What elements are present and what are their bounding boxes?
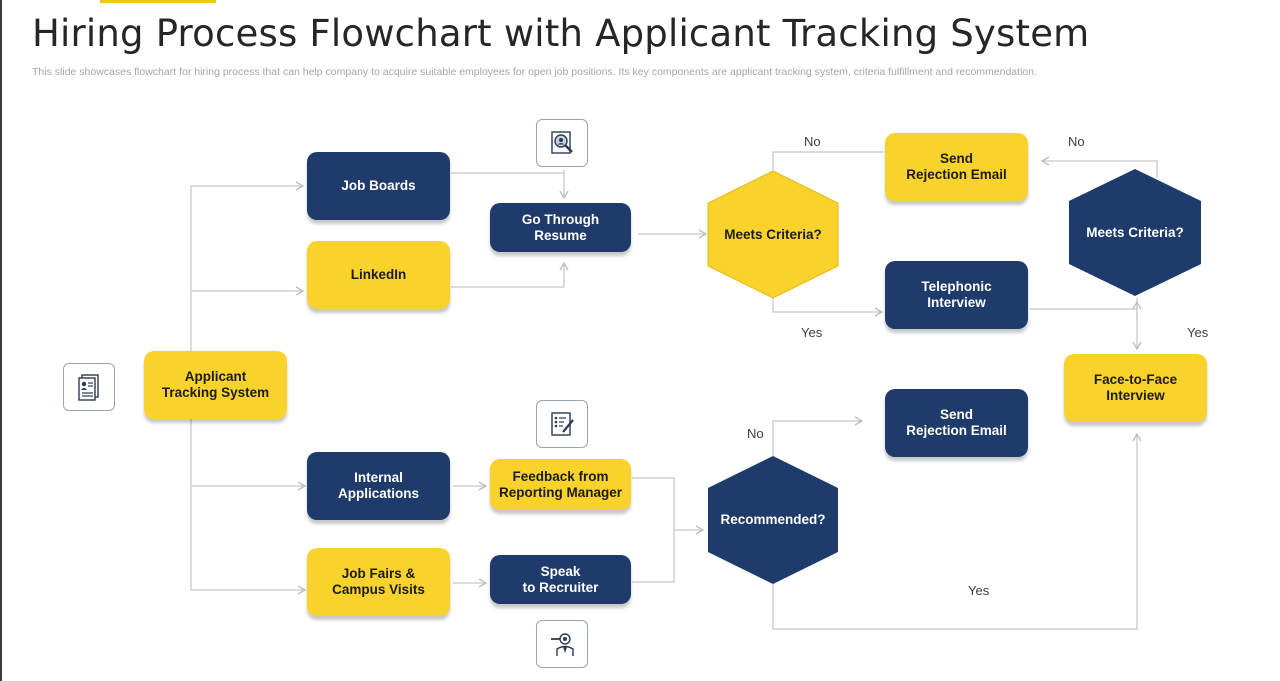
node-go-through-resume: Go Through Resume: [490, 203, 631, 252]
node-send-rejection-email-2: Send Rejection Email: [885, 389, 1028, 457]
node-speak-to-recruiter: Speak to Recruiter: [490, 555, 631, 604]
recommended-label: Recommended?: [720, 512, 826, 527]
node-face-to-face-interview: Face-to-Face Interview: [1064, 354, 1207, 422]
connector-jobboards-resume: [451, 172, 569, 200]
node-applicant-tracking-system: Applicant Tracking System: [144, 351, 287, 419]
connector-recommended-no: [772, 416, 864, 456]
connector-feedback-recommended: [632, 477, 675, 583]
edge-label-no-2: No: [1068, 134, 1085, 149]
node-telephonic-interview: Telephonic Interview: [885, 261, 1028, 329]
node-send-rejection-email-1: Send Rejection Email: [885, 133, 1028, 201]
recruiter-person-icon: [536, 620, 588, 668]
hexagon-recommended: [708, 456, 838, 584]
node-job-boards: Job Boards: [307, 152, 450, 220]
connector-criteria2-no: [1040, 156, 1158, 178]
edge-label-no-3: No: [747, 426, 764, 441]
connector-criteria-yes: [772, 296, 884, 317]
hexagon-meets-criteria-2: [1069, 169, 1201, 296]
slide-frame: [0, 0, 2, 681]
page-subtitle: This slide showcases flowchart for hirin…: [32, 66, 1037, 78]
hexagon-meets-criteria-1: [707, 170, 839, 299]
page-title: Hiring Process Flowchart with Applicant …: [32, 12, 1090, 55]
meets-criteria-2-label: Meets Criteria?: [1086, 224, 1184, 240]
edge-label-yes-3: Yes: [968, 583, 990, 598]
node-feedback-reporting-manager: Feedback from Reporting Manager: [490, 459, 631, 510]
top-accent-bar: [100, 0, 216, 3]
connector-criteria-no: [772, 151, 883, 170]
node-internal-applications: Internal Applications: [307, 452, 450, 520]
feedback-form-icon: [536, 400, 588, 448]
meets-criteria-1-label: Meets Criteria?: [724, 226, 822, 242]
connector-recommended-yes: [772, 432, 1142, 630]
node-linkedin: LinkedIn: [307, 241, 450, 309]
resume-document-icon: [63, 363, 115, 411]
edge-label-no-1: No: [804, 134, 821, 149]
edge-label-yes-2: Yes: [1187, 325, 1209, 340]
connector-linkedin-resume: [451, 261, 569, 288]
resume-search-icon: [536, 119, 588, 167]
edge-label-yes-1: Yes: [801, 325, 823, 340]
node-job-fairs: Job Fairs & Campus Visits: [307, 548, 450, 616]
